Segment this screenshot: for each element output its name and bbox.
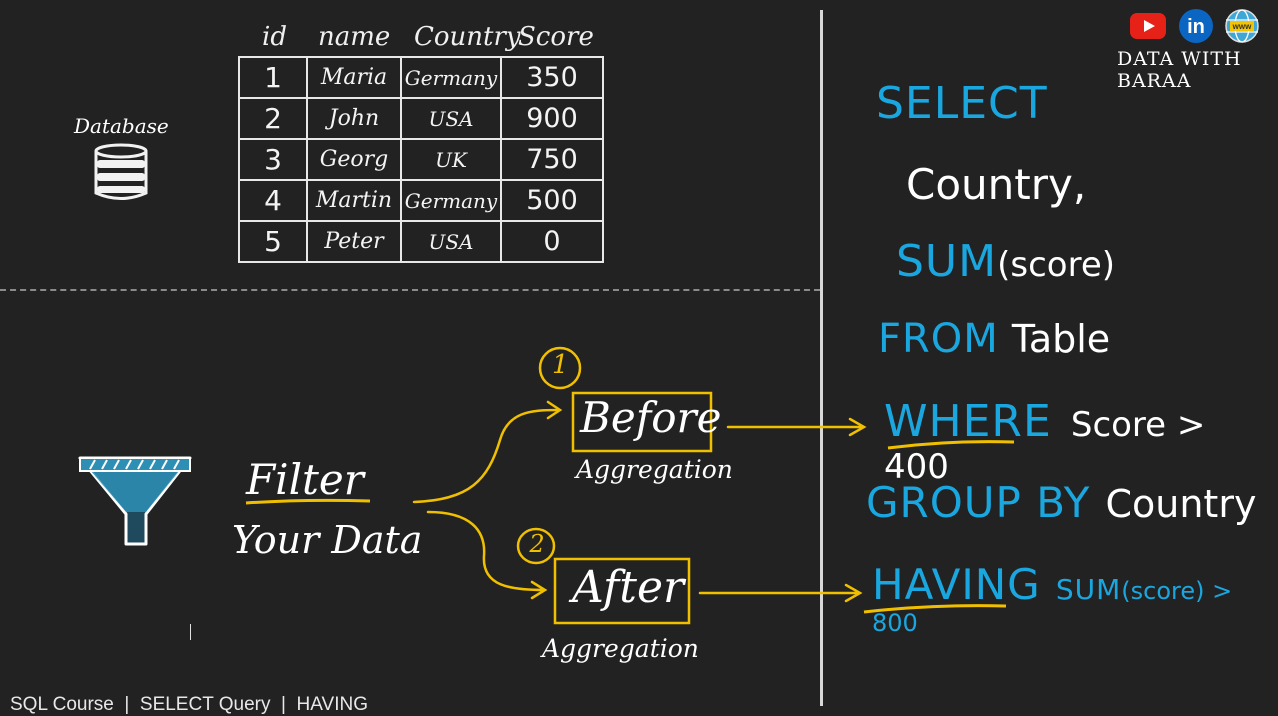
sql-having-sum: SUM: [1055, 573, 1122, 606]
table-row: 4 Martin Germany 500: [238, 179, 604, 222]
before-label: Before: [580, 393, 722, 442]
filter-underline: [245, 498, 371, 505]
youtube-icon[interactable]: [1128, 10, 1168, 42]
cell-score: 750: [500, 138, 604, 181]
database-label: Database: [74, 114, 169, 138]
cell-country: USA: [400, 97, 502, 140]
after-aggregation-label: Aggregation: [542, 634, 699, 663]
cell-score: 500: [500, 179, 604, 222]
sql-where-condition: Score > 400: [884, 405, 1206, 487]
sql-group-by: GROUP BY: [866, 478, 1091, 527]
sql-sum-function: SUM: [896, 236, 998, 287]
linkedin-icon[interactable]: in: [1178, 8, 1214, 44]
cell-id: 1: [238, 56, 308, 99]
table-row: 3 Georg UK 750: [238, 138, 604, 181]
sql-sum-line: SUM(score): [896, 236, 1115, 287]
cell-id: 4: [238, 179, 308, 222]
sql-from-line: FROM Table: [878, 316, 1110, 362]
where-underline: [887, 440, 1015, 450]
table-row: 5 Peter USA 0: [238, 220, 604, 263]
vertical-divider: [820, 10, 823, 706]
horizontal-divider: [0, 289, 820, 291]
cell-name: Peter: [306, 220, 402, 263]
sql-having-line: HAVING SUM(score) > 800: [872, 560, 1278, 637]
sql-select: SELECT: [876, 78, 1048, 129]
cell-score: 0: [500, 220, 604, 263]
sql-having-condition: (score) > 800: [872, 577, 1233, 637]
linkedin-glyph: in: [1187, 16, 1205, 38]
cell-name: John: [306, 97, 402, 140]
after-label: After: [572, 562, 685, 613]
cell-country: Germany: [400, 179, 502, 222]
header-name: name: [318, 22, 391, 52]
sql-where-line: WHERE Score > 400: [884, 396, 1278, 487]
filter-title: Filter: [246, 455, 364, 504]
table-row: 2 John USA 900: [238, 97, 604, 140]
database-table: 1 Maria Germany 350 2 John USA 900 3 Geo…: [238, 56, 604, 263]
text-cursor: [190, 624, 191, 640]
sql-group-by-line: GROUP BY Country: [866, 478, 1256, 527]
www-glyph: www: [1232, 22, 1252, 31]
header-score: Score: [518, 22, 594, 52]
header-id: id: [262, 22, 287, 52]
footer-caption: SQL Course | SELECT Query | HAVING: [10, 694, 368, 715]
cell-score: 900: [500, 97, 604, 140]
sql-group-column: Country: [1105, 482, 1257, 526]
cell-country: Germany: [400, 56, 502, 99]
cell-id: 5: [238, 220, 308, 263]
database-icon: [94, 143, 148, 200]
before-box: [571, 391, 713, 453]
step2-circle: [516, 527, 556, 565]
sql-having: HAVING: [872, 560, 1041, 609]
funnel-icon: [78, 456, 192, 546]
sql-column-country: Country,: [906, 160, 1087, 209]
table-row: 1 Maria Germany 350: [238, 56, 604, 99]
cell-country: USA: [400, 220, 502, 263]
step1-circle: [538, 346, 582, 390]
cell-name: Georg: [306, 138, 402, 181]
cell-id: 3: [238, 138, 308, 181]
after-box: [553, 557, 691, 625]
having-underline: [863, 604, 1007, 614]
cell-score: 350: [500, 56, 604, 99]
www-globe-icon[interactable]: www: [1224, 8, 1260, 44]
filter-subtitle: Your Data: [232, 518, 423, 562]
cell-name: Martin: [306, 179, 402, 222]
step1-number: 1: [552, 350, 569, 380]
sql-from: FROM: [878, 316, 999, 362]
cell-country: UK: [400, 138, 502, 181]
sql-sum-argument: (score): [997, 245, 1115, 285]
step2-number: 2: [529, 530, 545, 558]
sql-table: Table: [1011, 317, 1111, 361]
before-aggregation-label: Aggregation: [576, 455, 733, 484]
header-country: Country: [414, 22, 521, 52]
sql-where: WHERE: [884, 396, 1052, 447]
cell-name: Maria: [306, 56, 402, 99]
cell-id: 2: [238, 97, 308, 140]
brand-text: DATA WITH BARAA: [1117, 48, 1242, 92]
